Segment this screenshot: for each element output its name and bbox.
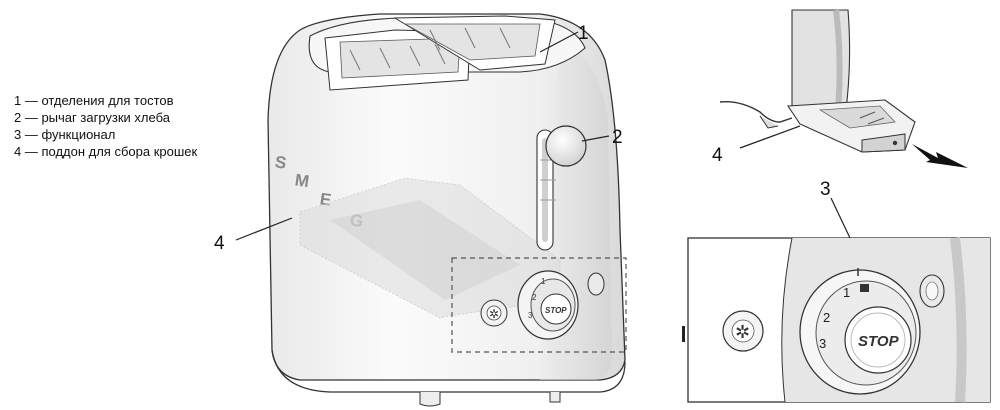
stop-button-label: STOP [858, 333, 900, 350]
callout-label-4-main: 4 [214, 233, 225, 254]
detail-functions: ✲ 1 2 3 STOP [687, 237, 991, 403]
dial-number-3-main: 3 [528, 311, 533, 320]
dial-number-1-main: 1 [541, 277, 546, 286]
legend-item-lever: 2 — рычаг загрузки хлеба [14, 110, 170, 125]
legend-item-crumb-tray: 4 — поддон для сбора крошек [14, 144, 198, 159]
callout-line-4-detail [739, 125, 801, 149]
defrost-icon-detail: ✲ [735, 322, 750, 342]
callout-label-4-detail: 4 [712, 145, 723, 166]
callout-lines-main [235, 31, 610, 241]
callout-label-1: 1 [578, 23, 589, 44]
legend: 1 — отделения для тостов 2 — рычаг загру… [14, 92, 197, 160]
arrow-icon [912, 144, 968, 168]
controls-main: ✲ 3 2 1 STOP [480, 270, 605, 340]
dial-number-1: 1 [843, 285, 850, 300]
defrost-icon: ✲ [489, 307, 499, 321]
detail-tick [682, 326, 685, 342]
brand-letter-m: M [294, 170, 311, 191]
reheat-icon [925, 281, 939, 301]
callout-label-3: 3 [820, 179, 831, 200]
dial-number-2-main: 2 [532, 293, 537, 302]
bread-lever [536, 125, 587, 251]
brand-letter-s: S [274, 152, 288, 172]
legend-item-slots: 1 — отделения для тостов [14, 93, 174, 108]
stop-label-main: STOP [545, 306, 567, 315]
detail-crumb-tray [719, 9, 968, 168]
crumb-tray-main [299, 177, 561, 319]
callout-label-2: 2 [612, 127, 623, 148]
callout-line-3 [830, 197, 851, 239]
dial-number-3: 3 [819, 336, 826, 351]
functions-dashed-box [451, 257, 627, 353]
bread-slots [324, 15, 556, 91]
legend-item-functions: 3 — функционал [14, 127, 116, 142]
dial-number-2: 2 [823, 310, 830, 325]
